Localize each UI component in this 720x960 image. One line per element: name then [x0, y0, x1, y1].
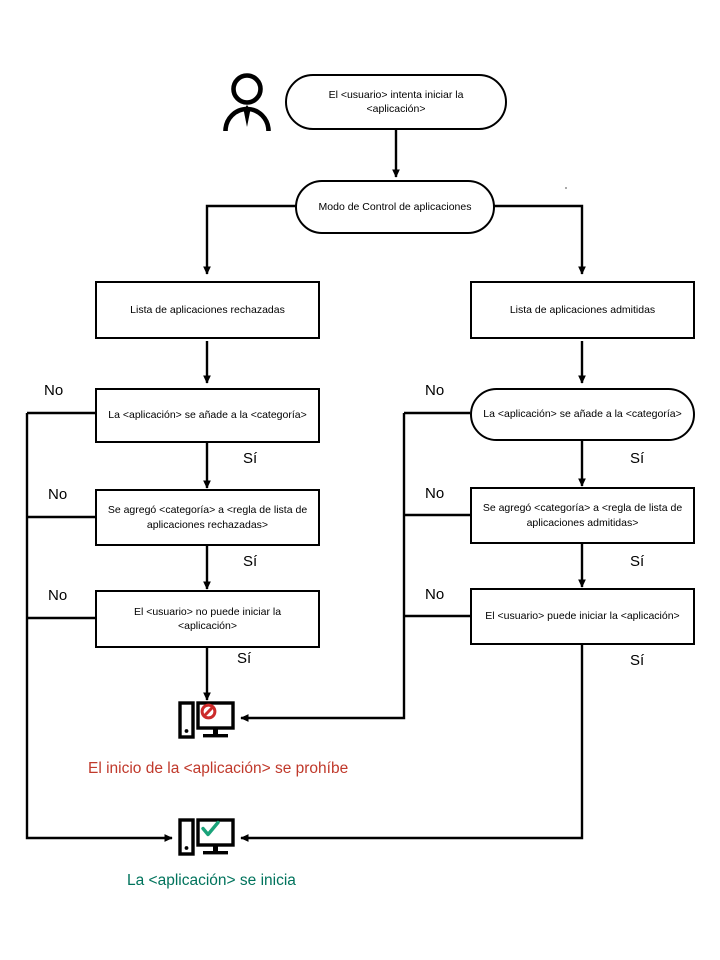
allow-caption: La <aplicación> se inicia — [127, 872, 296, 889]
edge-label-no-right-3: No — [425, 586, 445, 603]
computer-allowed-icon — [178, 815, 236, 868]
edge-label-no-left-2: No — [48, 486, 68, 503]
node-denied-category-label: La <aplicación> se añade a la <categoría… — [108, 409, 307, 422]
edge-label-no-left-3: No — [48, 587, 68, 604]
person-icon — [222, 72, 272, 137]
edge-right-trunk-to-deny — [240, 413, 406, 722]
node-denied-rule-line2: aplicaciones rechazadas> — [146, 518, 269, 531]
node-allowed-category: La <aplicación> se añade a la <categoría… — [470, 388, 695, 441]
deny-caption: El inicio de la <aplicación> se prohíbe — [88, 760, 349, 777]
edge-mode-to-allowed-list — [494, 204, 586, 275]
node-denied-category: La <aplicación> se añade a la <categoría… — [95, 388, 320, 443]
node-denied-rule: Se agregó <categoría> a <regla de lista … — [95, 489, 320, 546]
edge-label-no-right-1: No — [425, 382, 445, 399]
node-denied-user-line2: <aplicación> — [178, 620, 237, 632]
edge-label-si-left-1: Sí — [243, 450, 258, 467]
edge-label-si-right-1: Sí — [630, 450, 645, 467]
node-allowed-user-label: El <usuario> puede iniciar la <aplicació… — [485, 610, 680, 623]
edge-label-si-left-3: Sí — [237, 650, 252, 667]
edge-mode-to-denied-list — [203, 204, 297, 275]
node-denied-user: El <usuario> no puede iniciar la <aplica… — [95, 590, 320, 648]
node-allowed-rule: Se agregó <categoría> a <regla de lista … — [470, 487, 695, 544]
node-allowed-category-label: La <aplicación> se añade a la <categoría… — [483, 408, 682, 421]
node-start-line2: <aplicación> — [366, 103, 426, 115]
edge-label-no-left-1: No — [44, 382, 64, 399]
node-allowed-list: Lista de aplicaciones admitidas — [470, 281, 695, 339]
node-start-line1: El <usuario> intenta iniciar la — [328, 88, 464, 101]
node-mode: Modo de Control de aplicaciones — [295, 180, 495, 234]
node-allowed-rule-line2: aplicaciones admitidas> — [526, 516, 639, 529]
node-start: El <usuario> intenta iniciar la <aplicac… — [285, 74, 507, 130]
node-mode-label: Modo de Control de aplicaciones — [318, 200, 472, 213]
edge-label-no-right-2: No — [425, 485, 445, 502]
node-allowed-list-label: Lista de aplicaciones admitidas — [509, 303, 656, 316]
node-denied-list-label: Lista de aplicaciones rechazadas — [130, 303, 285, 316]
node-allowed-rule-line1: Se agregó <categoría> a <regla de lista … — [482, 502, 683, 515]
edge-label-si-left-2: Sí — [243, 553, 258, 570]
node-denied-list: Lista de aplicaciones rechazadas — [95, 281, 320, 339]
node-denied-user-line1: El <usuario> no puede iniciar la — [133, 605, 282, 618]
edge-label-si-right-2: Sí — [630, 553, 645, 570]
computer-blocked-icon — [178, 698, 236, 751]
node-allowed-user: El <usuario> puede iniciar la <aplicació… — [470, 588, 695, 645]
artifact-speck — [565, 187, 567, 189]
node-denied-rule-line1: Se agregó <categoría> a <regla de lista … — [107, 504, 308, 517]
edge-label-si-right-3: Sí — [630, 652, 645, 669]
edge-allowed-user-to-allow — [240, 645, 584, 842]
